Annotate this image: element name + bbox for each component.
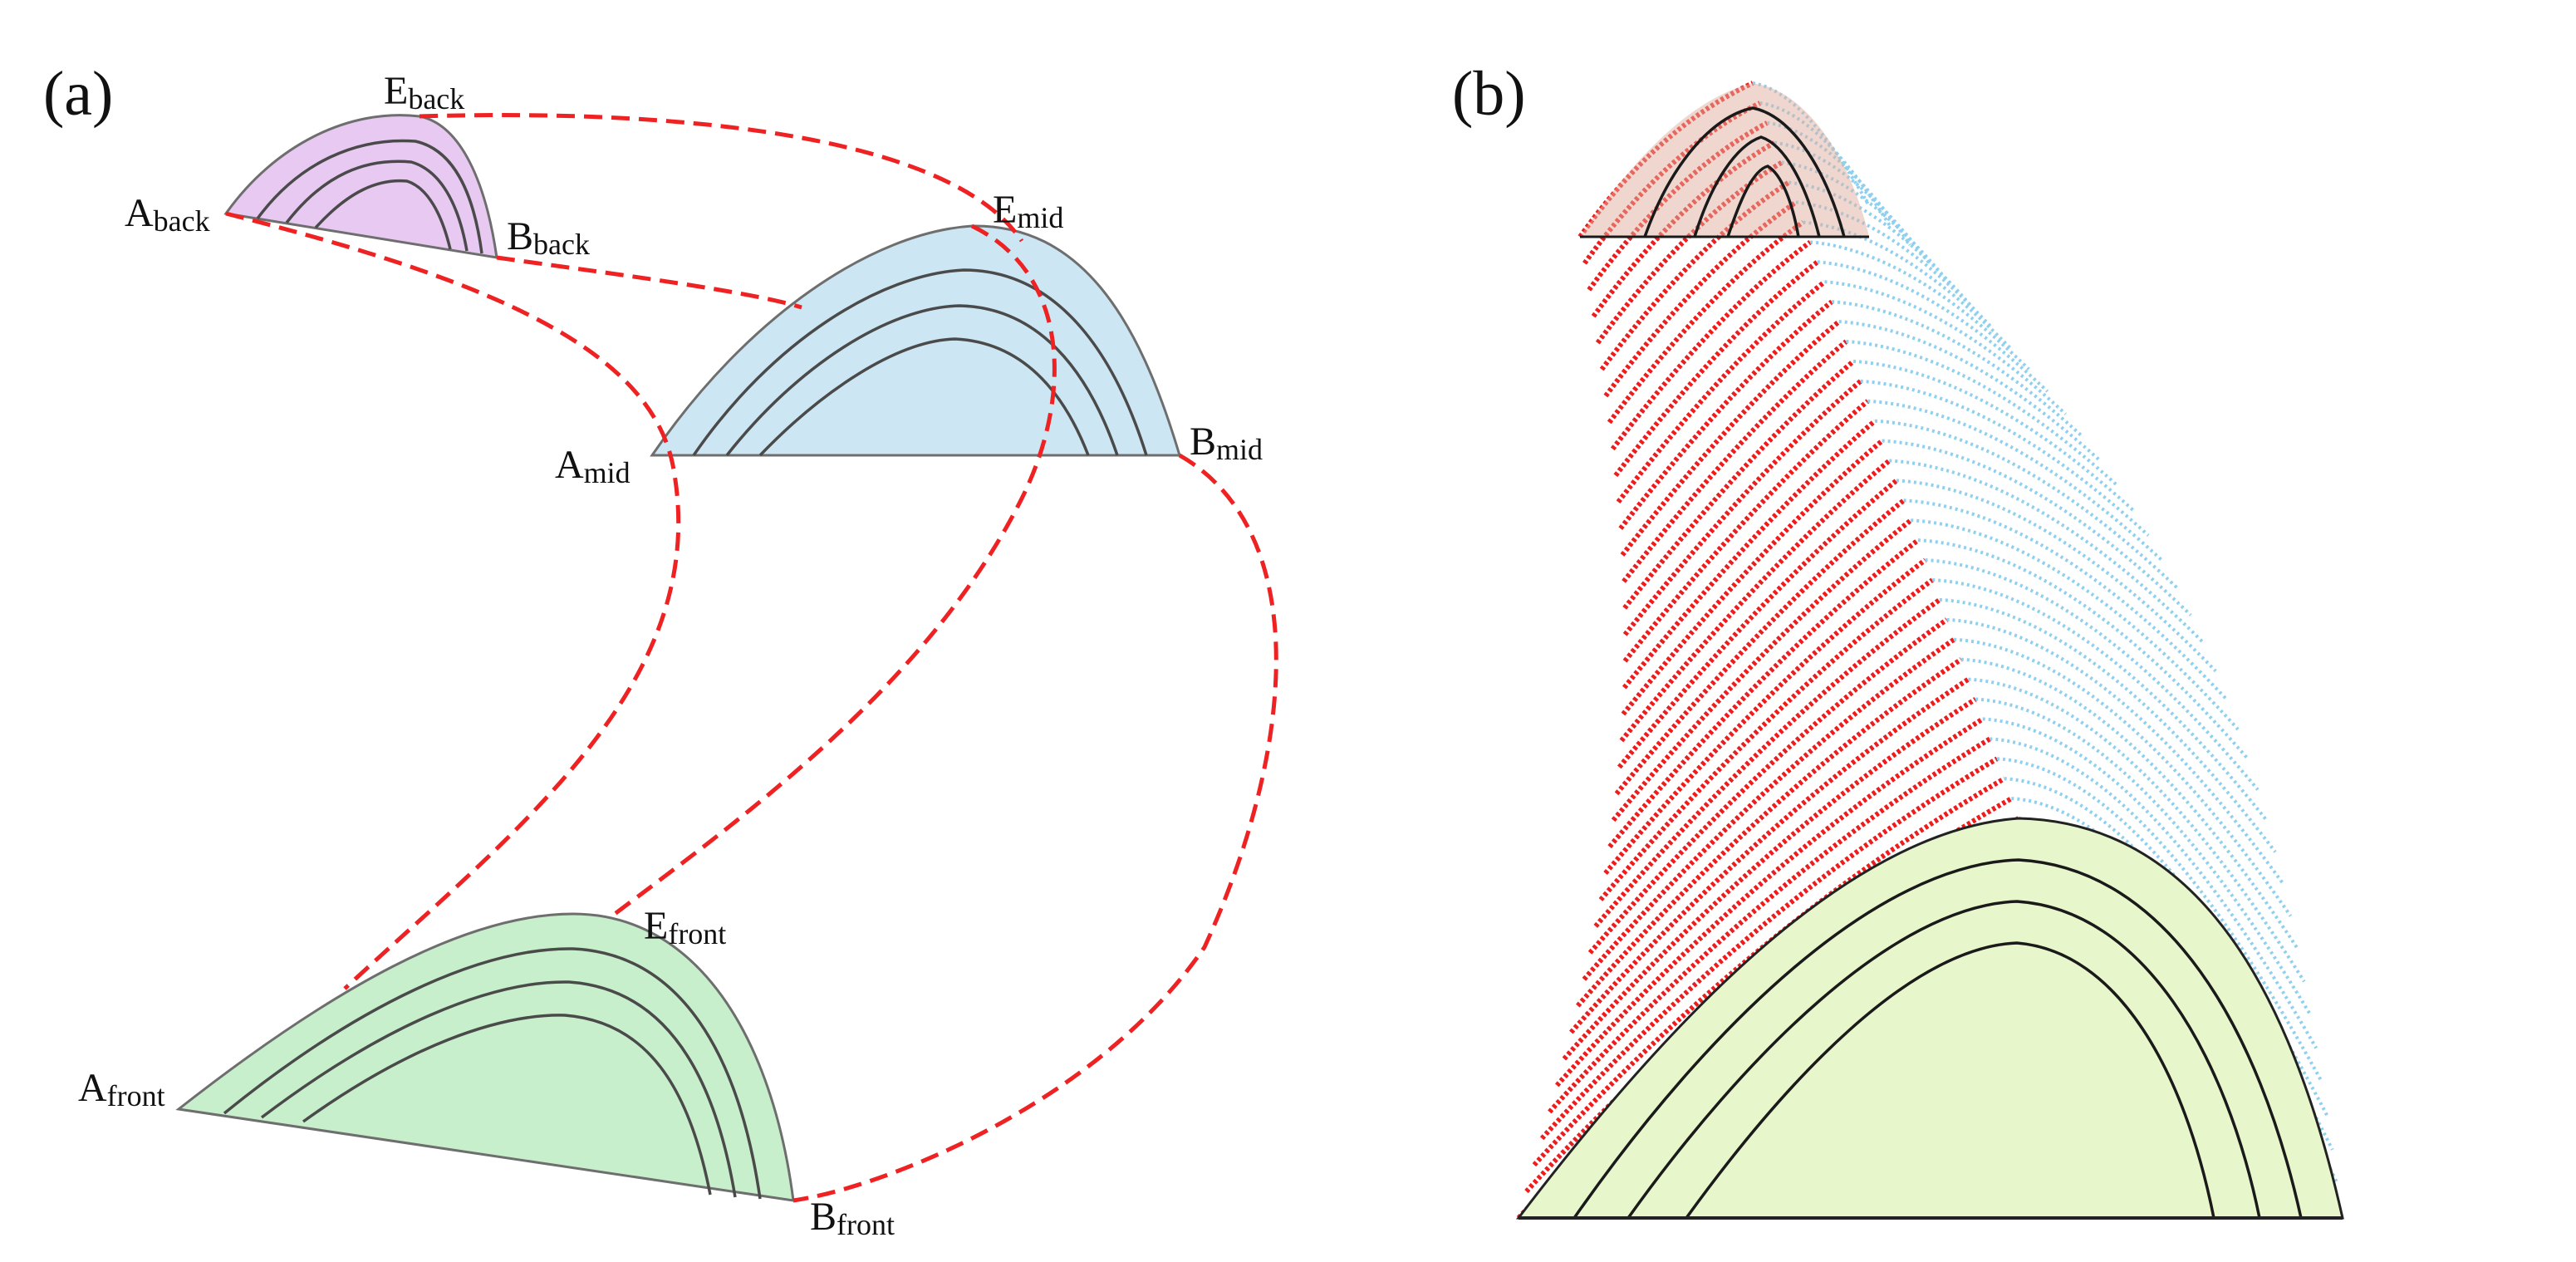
blade-section-red-10	[1587, 617, 1949, 955]
panel-b-diagram: (b)	[1452, 59, 2344, 1220]
panel-b-label: (b)	[1452, 59, 1526, 129]
connector-b-mid-b-front	[792, 453, 1278, 1203]
blade-section-blue-15	[1911, 518, 2240, 731]
back-section-arc-1	[256, 139, 483, 254]
connector-a-back-a-front	[225, 211, 681, 990]
blade-section-red-3	[1539, 756, 1999, 1141]
blade-section-red-24	[1622, 339, 1848, 583]
blade-section-red-22	[1622, 379, 1862, 636]
blade-section-blue-20	[1874, 419, 2179, 590]
blade-section-red-6	[1562, 696, 1977, 1061]
blade-section-red-19	[1621, 439, 1884, 716]
blade-section-red-29	[1610, 239, 1812, 451]
label-a-front: Afront	[78, 1066, 165, 1112]
blade-section-red-18	[1619, 459, 1892, 743]
back-section-shape	[223, 114, 498, 259]
blade-section-red-12	[1598, 577, 1935, 901]
blade-section-blue-3	[1996, 757, 2329, 1117]
blade-section-red-11	[1593, 597, 1941, 928]
blade-section-red-25	[1620, 319, 1841, 557]
blade-section-red-5	[1555, 716, 1985, 1088]
blade-section-blue-18	[1889, 459, 2206, 645]
blade-section-red-16	[1614, 498, 1906, 796]
blade-section-red-31	[1603, 200, 1798, 398]
blade-section-red-8	[1576, 657, 1963, 1008]
blade-section-blue-11	[1939, 597, 2277, 853]
blade-section-blue-29	[1810, 240, 2030, 371]
blade-top-section	[1580, 83, 1869, 238]
blade-section-red-17	[1617, 479, 1898, 769]
label-b-mid: Bmid	[1190, 420, 1263, 466]
connector-e-mid-e-front	[613, 223, 1057, 916]
connector-e-back-e-mid	[419, 113, 1024, 243]
front-section-shape	[175, 912, 795, 1202]
blade-section-red-4	[1548, 736, 1991, 1114]
blade-top-section-shape	[1580, 83, 1869, 237]
mid-section	[650, 224, 1182, 457]
panel-a-diagram: (a)	[43, 59, 1278, 1241]
blade-section-red-32	[1599, 180, 1790, 371]
blade-top-arc-3	[1726, 165, 1800, 238]
blade-section-blue-10	[1946, 617, 2285, 885]
label-b-back: Bback	[507, 214, 590, 261]
label-a-back: Aback	[125, 191, 210, 238]
mid-section-arc-3	[758, 337, 1090, 457]
point-labels: Eback Aback Bback Emid Amid Bmid Efront …	[78, 69, 1263, 1241]
front-section-arc-2	[260, 980, 737, 1198]
connector-b-back-mid	[496, 255, 802, 310]
blade-section-blue-21	[1867, 399, 2165, 563]
blade-section-red-14	[1607, 538, 1920, 849]
mid-section-arc-2	[725, 304, 1119, 457]
mid-section-shape	[650, 224, 1182, 457]
blade-section-blue-8	[1960, 657, 2299, 950]
blade-bottom-arc-3	[1685, 941, 2215, 1220]
blade-section-red-20	[1622, 419, 1877, 690]
blade-section-blue-7	[1968, 677, 2306, 983]
blade-section-blue-17	[1896, 479, 2217, 673]
label-e-back: Eback	[384, 69, 464, 115]
panel-a-label: (a)	[43, 59, 113, 129]
blade-top-arc-2	[1693, 135, 1821, 238]
blade-section-red-9	[1582, 637, 1955, 981]
blade-section-red-30	[1607, 219, 1805, 425]
label-e-mid: Emid	[993, 188, 1063, 234]
blade-section-red-23	[1622, 359, 1856, 610]
blade-section-blue-12	[1932, 577, 2269, 822]
blade-bottom-arc-1	[1573, 858, 2303, 1220]
blade-section-blue-26	[1831, 300, 2085, 439]
blade-section-blue-14	[1917, 538, 2250, 761]
blade-section-red-28	[1613, 259, 1819, 478]
blade-bottom-section-shape	[1515, 817, 2344, 1220]
blade-section-blue-27	[1824, 280, 2067, 415]
blade-section-red-21	[1622, 399, 1870, 663]
blade-top-arc-1	[1643, 106, 1846, 238]
blade-section-red-15	[1611, 518, 1913, 823]
blade-bottom-arc-2	[1627, 900, 2261, 1220]
blade-section-blue-22	[1860, 379, 2150, 537]
front-section-arc-3	[302, 1014, 712, 1196]
front-section-arc-1	[223, 947, 762, 1200]
back-section-arc-3	[314, 179, 452, 250]
front-section	[175, 912, 795, 1202]
blade-section-blue-33	[1781, 160, 1952, 287]
blade-section-blue-13	[1925, 558, 2260, 791]
blade-section-blue-24	[1846, 339, 2118, 487]
section-connectors	[225, 113, 1278, 1203]
label-e-front: Efront	[644, 904, 726, 950]
label-b-front: Bfront	[810, 1195, 895, 1241]
blade-section-blue-23	[1852, 359, 2135, 512]
blade-section-blue-28	[1817, 260, 2049, 393]
back-section-arc-2	[285, 160, 469, 252]
blade-section-red-27	[1616, 279, 1827, 504]
blade-section-blue-25	[1838, 320, 2102, 463]
mid-section-arc-1	[692, 268, 1148, 456]
blade-section-red-13	[1603, 557, 1927, 875]
blade-section-red-2	[1532, 776, 2006, 1167]
back-section	[223, 114, 498, 259]
label-a-mid: Amid	[555, 443, 631, 489]
blade-section-red-26	[1618, 299, 1834, 530]
blade-bottom-section	[1515, 817, 2344, 1220]
blade-section-blue-16	[1903, 498, 2229, 701]
